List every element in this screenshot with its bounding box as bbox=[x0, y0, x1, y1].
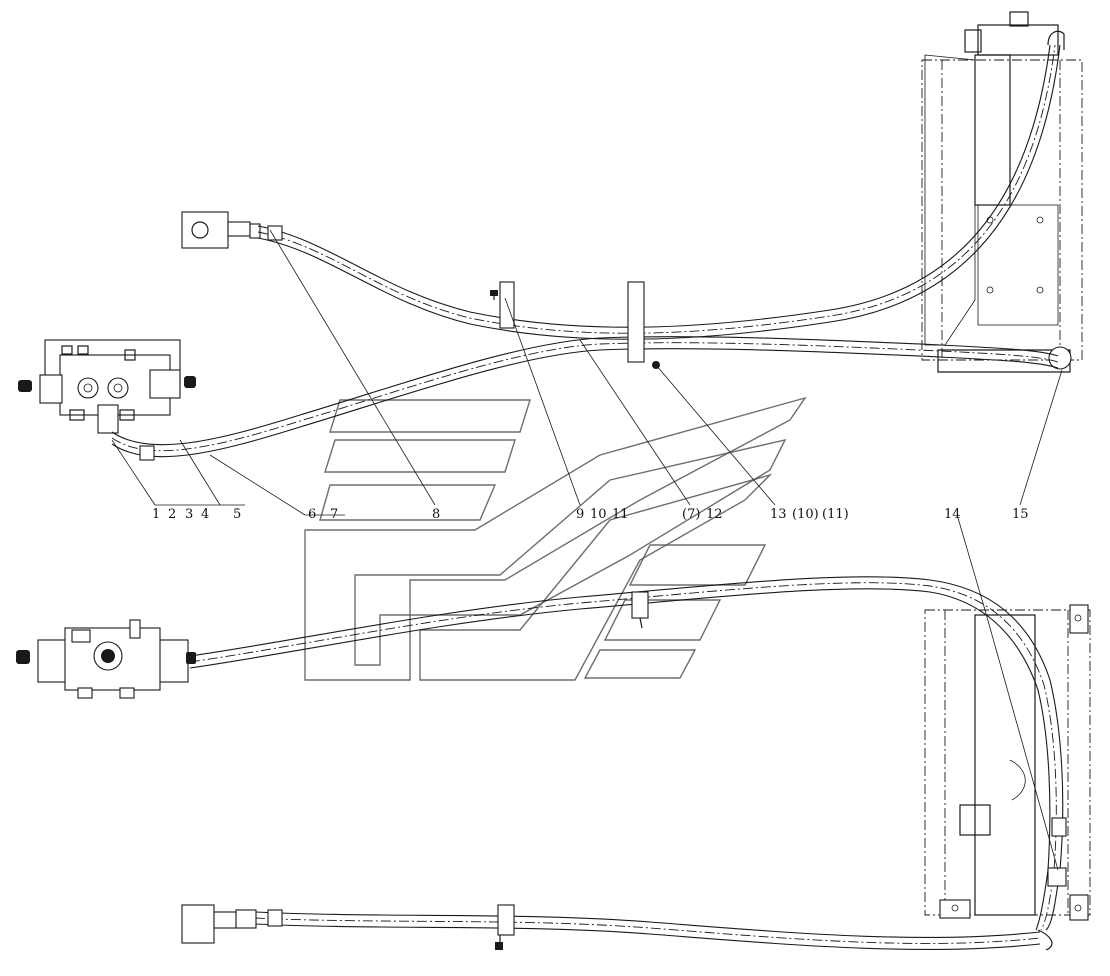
lower-right-housing bbox=[924, 604, 1091, 921]
callout-2: 2 bbox=[168, 507, 176, 522]
lower-control-valve bbox=[16, 619, 196, 699]
callout-3: 3 bbox=[185, 507, 193, 522]
callout-10: 10 bbox=[590, 507, 607, 522]
upper-control-valve bbox=[18, 339, 196, 434]
upper-clamp-left bbox=[490, 281, 515, 329]
lower-hose-bottom bbox=[254, 909, 1053, 951]
upper-hose-bottom bbox=[111, 336, 1059, 461]
callout-4: 4 bbox=[201, 507, 209, 522]
callout-13: 13 bbox=[770, 507, 787, 522]
callout-11: 11 bbox=[612, 507, 629, 522]
callout-8: 8 bbox=[432, 507, 440, 522]
upper-callouts: 1 2 3 4 5 6 7 8 9 10 11 (7) 12 13 (10) (… bbox=[152, 507, 1029, 522]
callout-9: 9 bbox=[576, 507, 584, 522]
callout-1: 1 bbox=[152, 507, 160, 522]
upper-end-block bbox=[181, 211, 261, 249]
lower-end-block bbox=[181, 904, 257, 944]
upper-hose-top bbox=[257, 30, 1065, 340]
watermark-logo bbox=[304, 396, 807, 681]
upper-leader-lines bbox=[111, 229, 1063, 516]
upper-clamp-middle bbox=[627, 281, 660, 369]
lower-leader-lines bbox=[957, 517, 1059, 871]
callout-10-ref: (10) bbox=[792, 507, 819, 522]
callout-7: 7 bbox=[330, 507, 338, 522]
lower-clamp-bottom bbox=[495, 904, 515, 950]
callout-5: 5 bbox=[233, 507, 241, 522]
callout-7-ref: (7) bbox=[682, 507, 700, 522]
callout-12: 12 bbox=[706, 507, 723, 522]
lower-hose-valve-to-housing bbox=[189, 576, 1067, 931]
upper-right-housing bbox=[921, 11, 1083, 373]
callout-11-ref: (11) bbox=[822, 507, 849, 522]
callout-6: 6 bbox=[308, 507, 316, 522]
callout-15: 15 bbox=[1012, 507, 1029, 522]
callout-14: 14 bbox=[944, 507, 961, 522]
lower-clamp-middle bbox=[631, 591, 649, 629]
